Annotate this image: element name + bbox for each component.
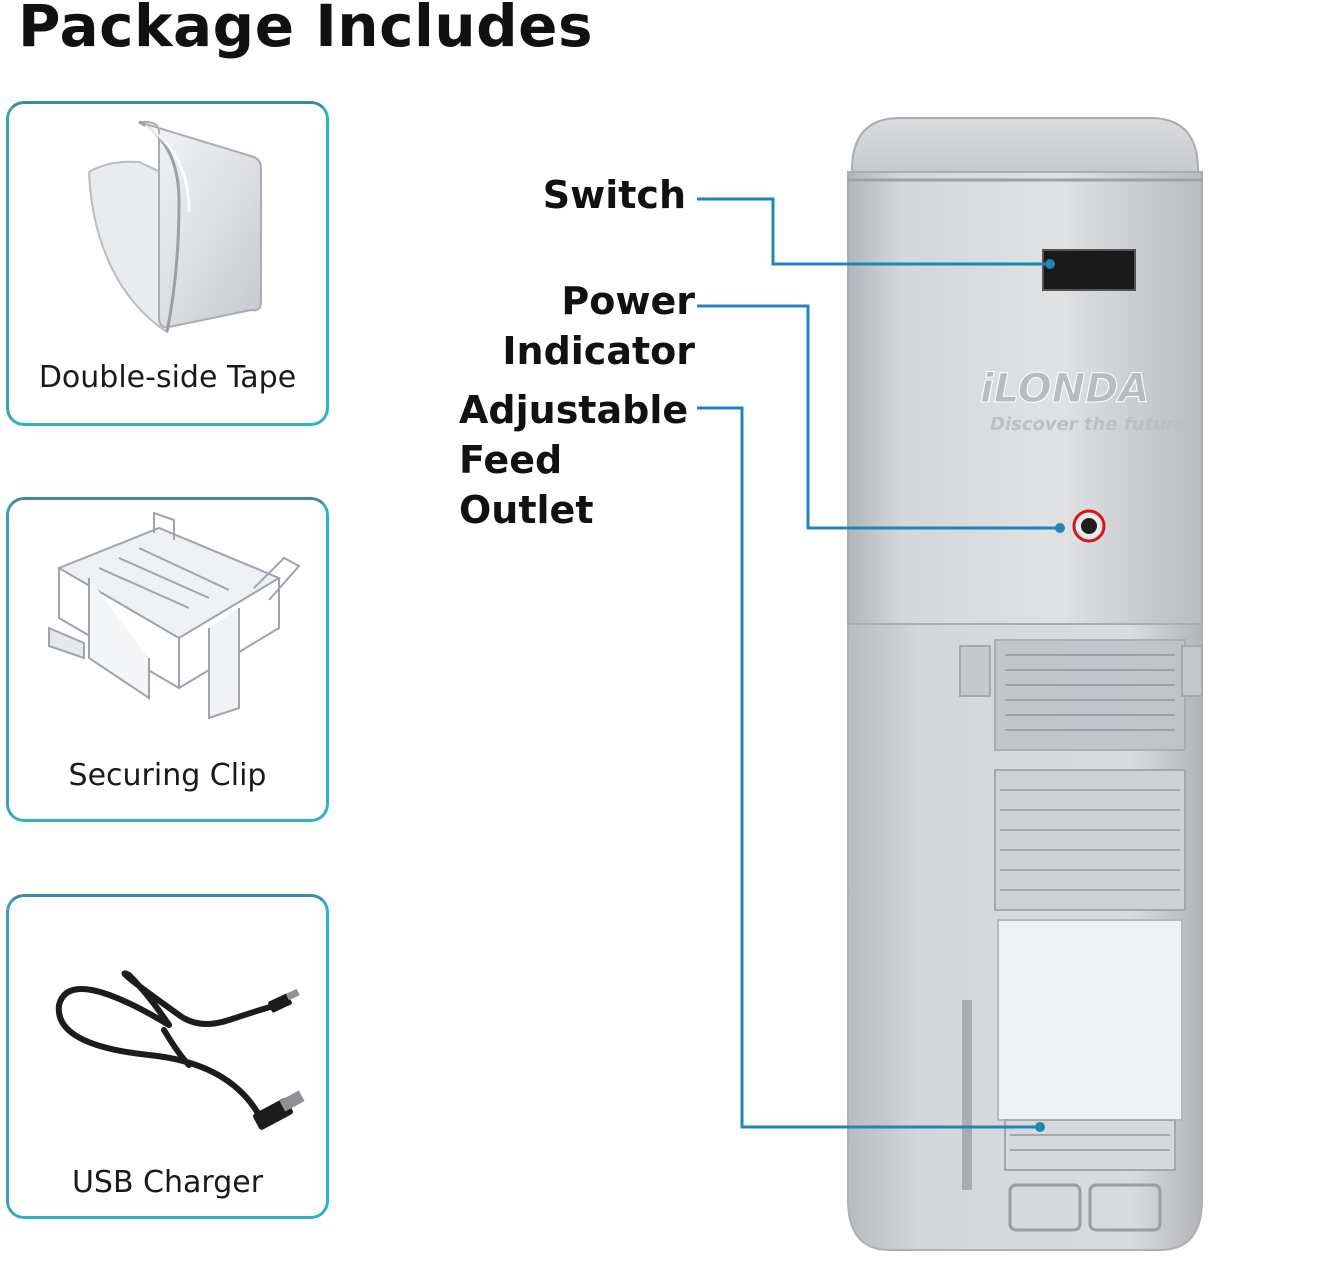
- leader-switch: [697, 197, 1050, 266]
- package-item-label: Double-side Tape: [38, 360, 297, 395]
- double-side-tape-icon: [87, 120, 262, 334]
- fish-feeder-device: iLONDA Discover the future: [847, 117, 1203, 1251]
- leader-power-indicator: [697, 304, 1060, 530]
- callout-feed-outlet-line-1: Adjustable: [459, 388, 689, 432]
- leader-dot-power-indicator: [1055, 523, 1065, 533]
- package-item-securing-clip: Securing Clip: [6, 497, 329, 822]
- callout-feed-outlet: Adjustable Feed Outlet: [440, 385, 695, 535]
- brand-tagline: Discover the future: [990, 414, 1187, 435]
- callout-switch: Switch: [542, 173, 686, 217]
- package-item-double-side-tape: Double-side Tape: [6, 101, 329, 426]
- package-item-label: Securing Clip: [68, 758, 267, 793]
- usb-charger-icon: [55, 970, 305, 1130]
- package-item-label: USB Charger: [71, 1165, 264, 1200]
- securing-clip-icon: [48, 511, 301, 720]
- leader-feed-outlet: [697, 406, 1040, 1129]
- callout-power-indicator: Power Indicator: [502, 279, 695, 373]
- callout-feed-outlet-line-2: Feed Outlet: [459, 438, 594, 532]
- brand-logo: iLONDA: [980, 366, 1149, 412]
- leader-dot-switch: [1045, 259, 1055, 269]
- leader-dot-feed-outlet: [1035, 1122, 1045, 1132]
- package-item-usb-charger: USB Charger: [6, 894, 329, 1219]
- page-title: Package Includes: [18, 0, 594, 60]
